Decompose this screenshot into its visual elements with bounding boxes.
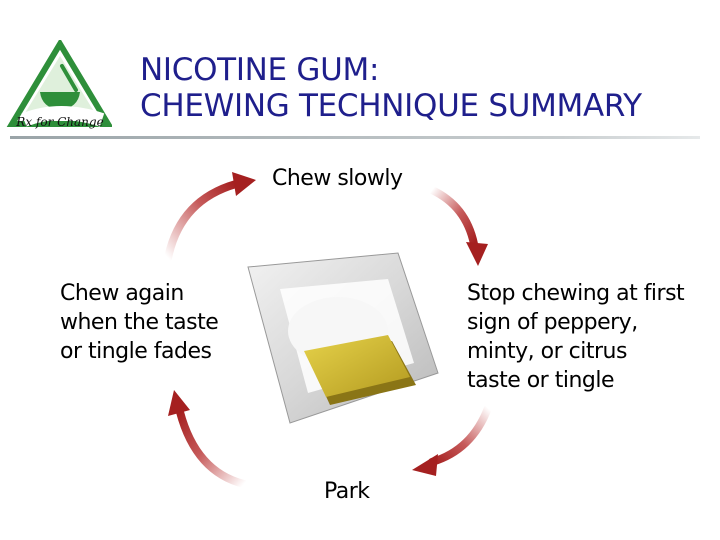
step-line: when the taste (60, 308, 218, 337)
arrow-bottom-left (168, 390, 244, 484)
step-chew-slowly: Chew slowly (272, 164, 403, 193)
step-line: Stop chewing at first (467, 279, 684, 308)
step-line: sign of peppery, (467, 308, 684, 337)
nicotine-gum-image (238, 245, 468, 445)
step-line: minty, or citrus (467, 337, 684, 366)
step-line: or tingle fades (60, 337, 218, 366)
step-line: Park (324, 477, 370, 506)
step-park: Park (324, 477, 370, 506)
step-line: Chew again (60, 279, 218, 308)
step-line: taste or tingle (467, 366, 684, 395)
step-line: Chew slowly (272, 164, 403, 193)
